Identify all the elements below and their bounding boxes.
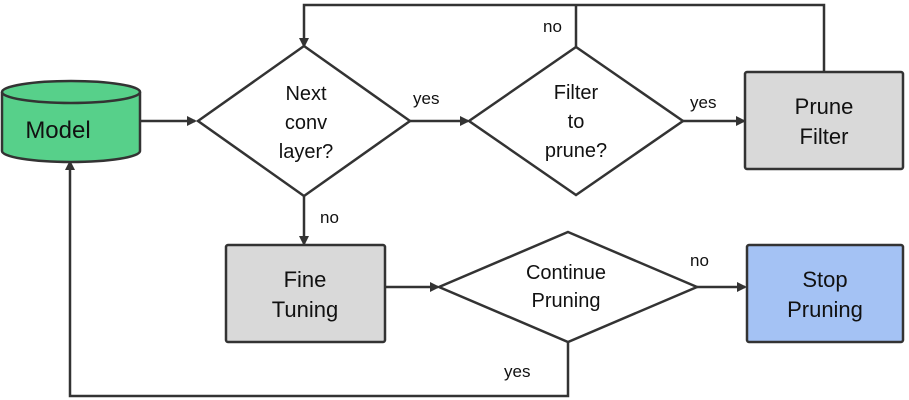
continue-pruning-decision: Continue Pruning: [435, 230, 701, 344]
continue-line-2: Pruning: [532, 290, 601, 312]
fine-tuning-line-2: Tuning: [272, 297, 338, 322]
filter-line-2: to: [568, 111, 585, 133]
label-yes-continue-to-model: yes: [504, 362, 530, 381]
model-label: Model: [25, 117, 90, 144]
fine-tuning-line-1: Fine: [284, 267, 327, 292]
filter-to-prune-decision: Filter to prune?: [466, 45, 686, 197]
stop-pruning-node: Stop Pruning: [745, 243, 905, 344]
next-conv-line-2: conv: [285, 112, 327, 134]
label-no-next-to-fine: no: [320, 208, 339, 227]
label-no-continue-to-stop: no: [690, 251, 709, 270]
next-conv-line-1: Next: [285, 83, 327, 105]
prune-filter-node: Prune Filter: [743, 70, 905, 171]
filter-line-3: prune?: [545, 140, 607, 162]
label-no-filter-loop: no: [543, 17, 562, 36]
prune-filter-line-1: Prune: [795, 94, 854, 119]
next-conv-line-3: layer?: [279, 141, 333, 163]
label-yes-filter-to-prune: yes: [690, 93, 716, 112]
edge-loop-back-to-next-conv: [299, 3, 826, 72]
label-yes-next-to-filter: yes: [413, 89, 439, 108]
continue-line-1: Continue: [526, 262, 606, 284]
fine-tuning-node: Fine Tuning: [224, 243, 387, 344]
stop-pruning-line-2: Pruning: [787, 297, 863, 322]
stop-pruning-line-1: Stop: [802, 267, 847, 292]
filter-line-1: Filter: [554, 82, 599, 104]
edge-continue-to-model: [65, 160, 570, 398]
prune-filter-line-2: Filter: [800, 124, 849, 149]
next-conv-layer-decision: Next conv layer?: [195, 44, 413, 198]
model-node: Model: [0, 79, 142, 164]
